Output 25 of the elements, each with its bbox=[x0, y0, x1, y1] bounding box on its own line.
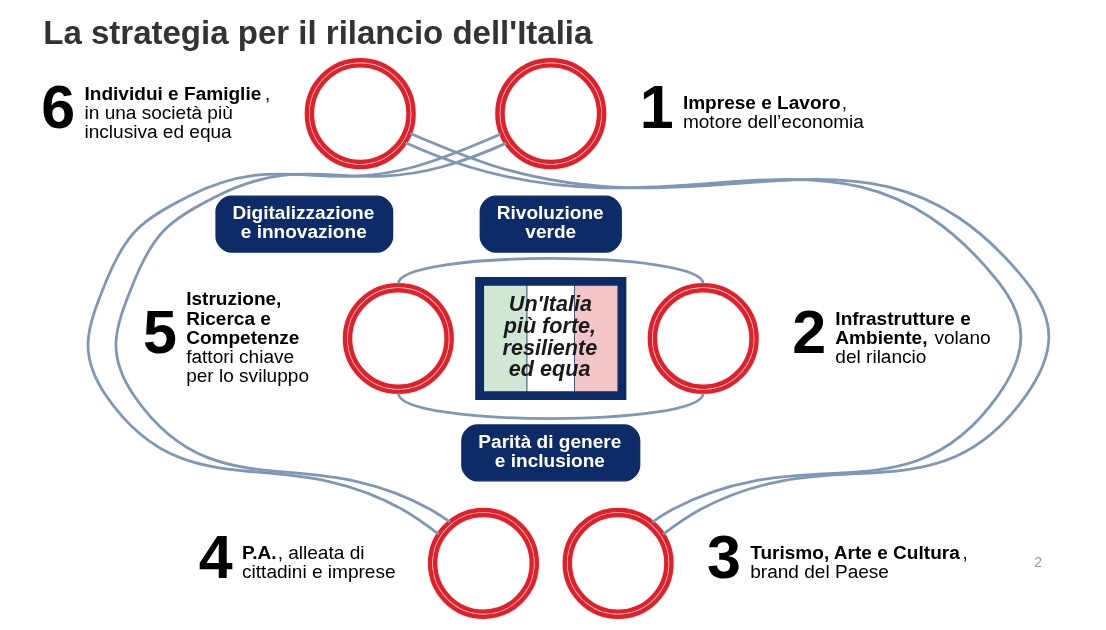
node-box: Digitalizzazione e innovazione bbox=[215, 195, 394, 253]
node-label: P.A., alleata di cittadini e imprese bbox=[242, 541, 396, 582]
node-label: 3 bbox=[707, 522, 741, 591]
node-circle bbox=[427, 507, 540, 619]
node-label: Istruzione, Ricerca e Competenze fattori chiave per lo sviluppo bbox=[186, 288, 309, 386]
node-label: 4 bbox=[198, 522, 233, 591]
node-label: 2 bbox=[792, 297, 827, 366]
node-label: 5 bbox=[142, 297, 177, 366]
node-box: Parità di genere e inclusione bbox=[461, 424, 641, 482]
node-circle bbox=[562, 507, 674, 619]
connector bbox=[397, 257, 705, 285]
node-label: 1 bbox=[639, 73, 674, 142]
node-label: Individui e Famiglie, in una società più inclusiva ed equa bbox=[84, 82, 271, 142]
label: 2 bbox=[1034, 553, 1042, 570]
node-circle bbox=[342, 282, 454, 395]
node-box: Rivoluzione verde bbox=[479, 195, 622, 253]
diagram-title: La strategia per il rilancio dell'Italia bbox=[43, 13, 593, 51]
node-label: 6 bbox=[41, 73, 76, 142]
node-circle bbox=[304, 58, 416, 170]
node-label: Imprese e Lavoro, motore dell’economia bbox=[682, 92, 864, 133]
connector bbox=[397, 392, 705, 420]
node-label: Turismo, Arte e Cultura, brand del Paese bbox=[750, 541, 968, 582]
node-circle bbox=[495, 58, 607, 170]
node-label: Infrastrutture e Ambiente, volano del rilancio bbox=[835, 307, 991, 367]
node-circle bbox=[647, 282, 759, 395]
